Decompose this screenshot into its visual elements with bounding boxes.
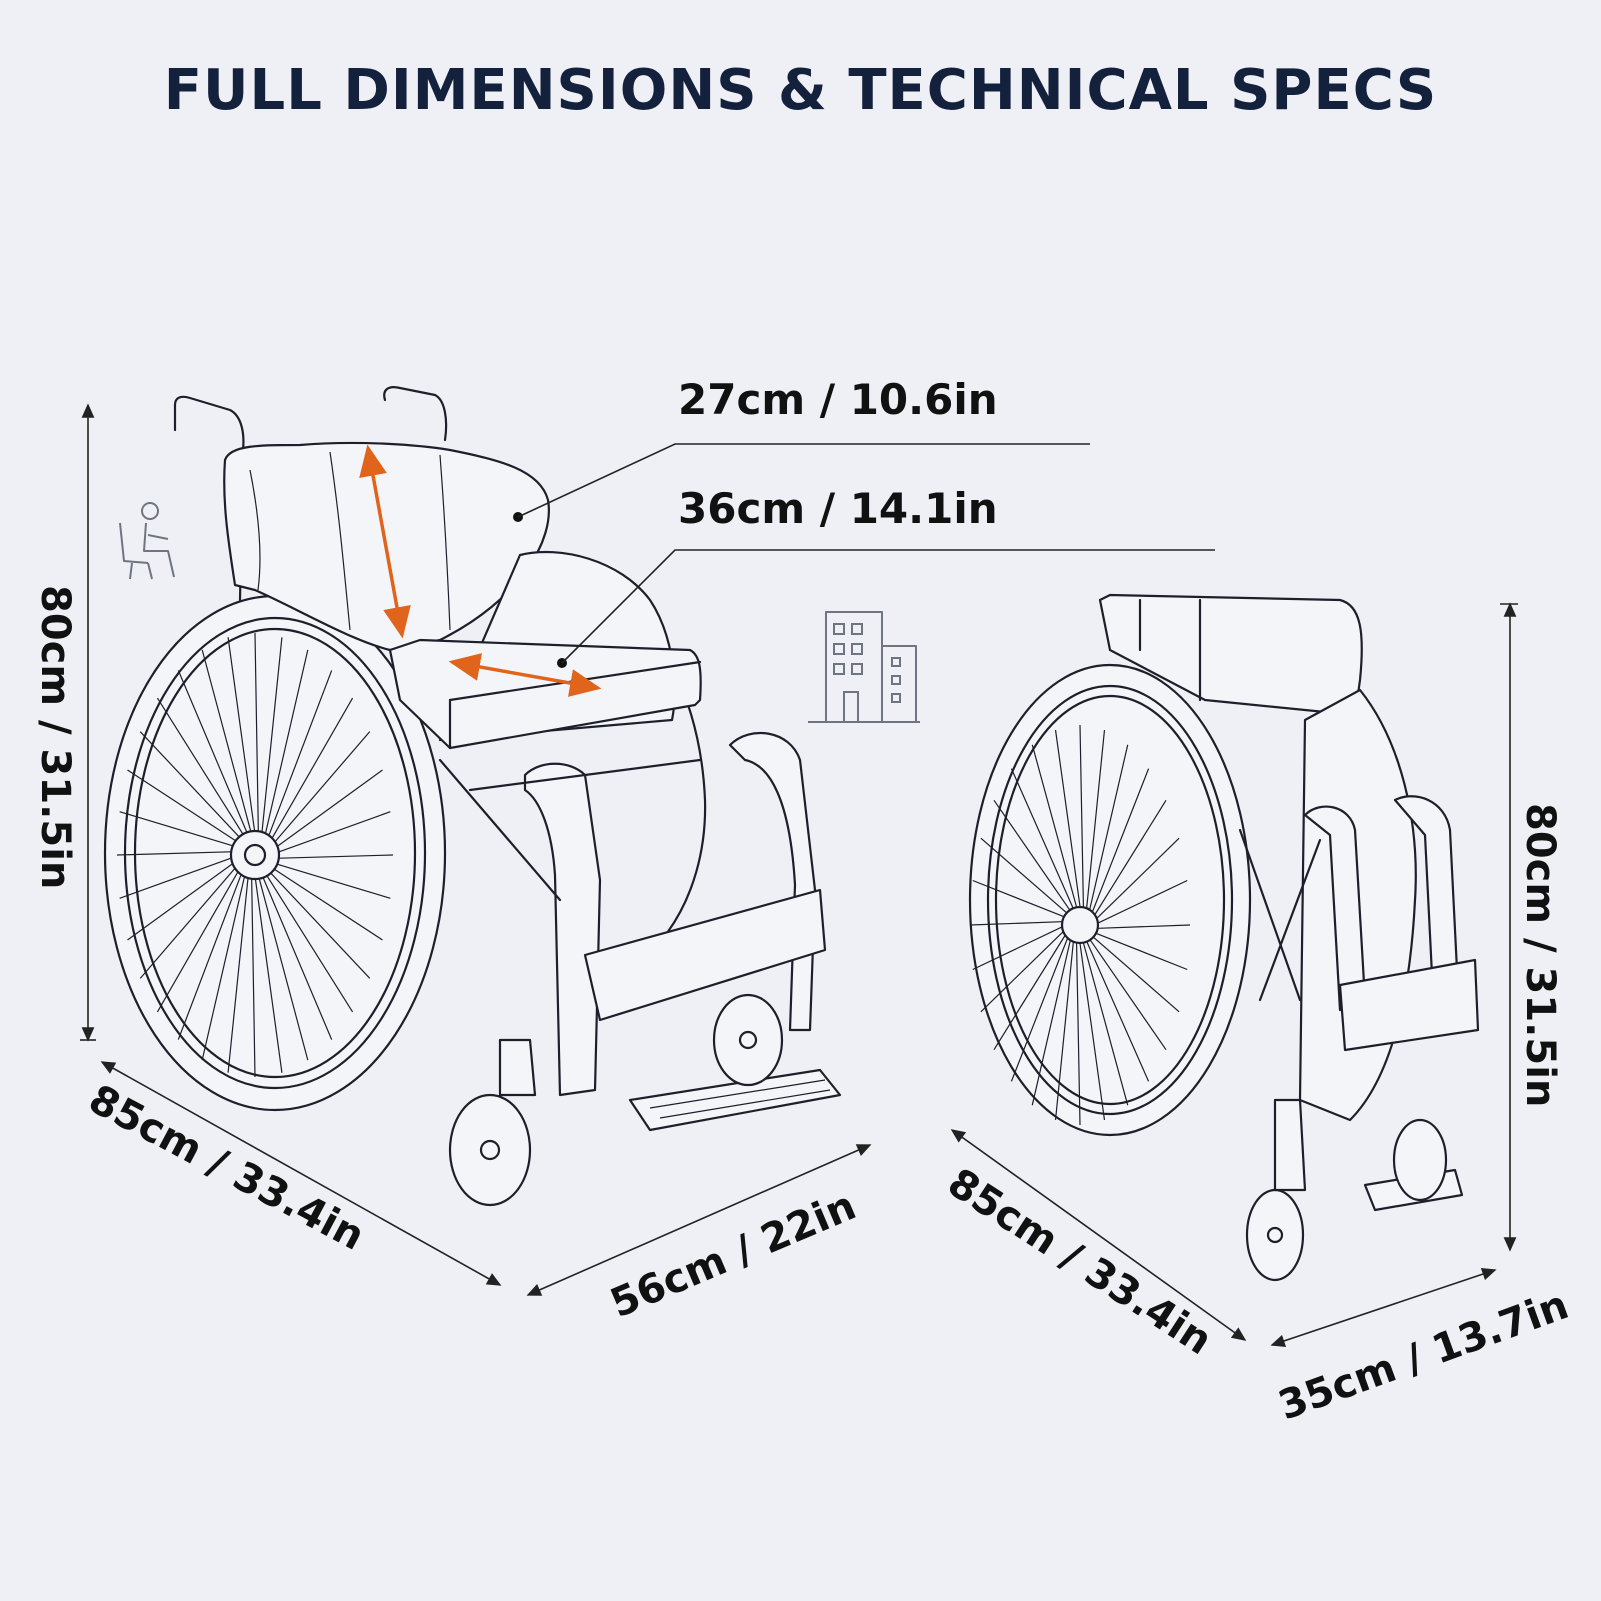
wheel-spoke (1089, 768, 1150, 919)
wheel-spoke (262, 649, 309, 846)
wheel-spoke (266, 854, 394, 860)
wheel-spoke (1090, 930, 1188, 971)
wheel-spoke (1091, 837, 1180, 924)
building-icon (808, 611, 920, 723)
wheel-spoke (156, 697, 250, 845)
wheel-spoke (1054, 729, 1082, 914)
folded-height-label: 80cm / 31.5in (1517, 803, 1563, 1107)
wheel-spoke (250, 866, 256, 1078)
wheel-spoke (227, 865, 250, 1073)
wheel-spoke (263, 670, 333, 848)
wheel-spoke (119, 853, 244, 899)
wheel-spoke (980, 837, 1072, 918)
wheel-spoke (1078, 936, 1106, 1121)
wheel-spoke (1091, 924, 1191, 930)
wheel-spoke (139, 858, 244, 979)
wheel-spoke (201, 649, 255, 844)
wheel-spoke (139, 731, 248, 847)
wheel-spoke (227, 637, 257, 844)
wheel-spoke (201, 864, 248, 1061)
wheel-spoke (1031, 744, 1079, 914)
open-wheelchair-drawing (80, 386, 1215, 1296)
wheel-spoke (972, 879, 1070, 920)
wheel-spoke (266, 731, 371, 852)
wheel-spoke (1010, 931, 1071, 1082)
wheel-spoke (1031, 933, 1073, 1106)
wheel-spoke (1088, 932, 1180, 1013)
wheel-spoke (156, 860, 245, 1013)
wheel-spoke (265, 697, 354, 850)
wheel-spoke (257, 866, 333, 1040)
wheel-spoke (263, 862, 383, 941)
open-height-label: 80cm / 31.5in (32, 585, 78, 889)
open-rear-wheel (103, 594, 447, 1112)
wheel-spoke (1075, 936, 1081, 1126)
wheel-spoke (972, 923, 1069, 971)
wheel-spoke (1090, 799, 1167, 921)
backrest-height-label: 27cm / 10.6in (678, 375, 998, 424)
wheel-spoke (127, 769, 247, 848)
wheel-spoke (993, 799, 1074, 916)
wheel-spoke (1091, 879, 1188, 927)
wheel-spoke (119, 811, 245, 850)
folded-wheelchair-drawing (950, 593, 1518, 1347)
folded-width-label: 35cm / 13.7in (1273, 1282, 1575, 1429)
wheel-spoke (1079, 724, 1085, 914)
seated-person-icon (119, 502, 175, 580)
seat-width-label: 36cm / 14.1in (678, 484, 998, 533)
wheel-spoke (266, 811, 391, 857)
wheel-spoke (262, 863, 371, 979)
wheel-spoke (1086, 934, 1167, 1051)
wheel-spoke (1081, 936, 1129, 1106)
wheel-spoke (177, 670, 253, 844)
wheel-spoke (1085, 729, 1106, 915)
wheel-spoke (266, 769, 383, 855)
wheel-spoke (993, 929, 1070, 1051)
wheel-spoke (260, 865, 354, 1013)
wheel-spoke (1054, 935, 1075, 1121)
wheel-spoke (116, 850, 244, 856)
folded-length-label: 85cm / 33.4in (940, 1160, 1220, 1364)
open-length-label: 85cm / 33.4in (81, 1076, 371, 1260)
wheel-spoke (1010, 768, 1077, 915)
wheel-spoke (127, 855, 244, 941)
wheel-spoke (265, 860, 391, 899)
wheel-spoke (177, 862, 247, 1040)
wheel-spoke (969, 920, 1069, 926)
wheel-spoke (980, 926, 1069, 1013)
wheel-spoke (255, 866, 309, 1061)
wheel-spoke (1083, 935, 1150, 1082)
wheel-spoke (260, 637, 283, 845)
wheel-spoke (253, 866, 283, 1073)
wheel-spoke (1087, 744, 1129, 917)
page-title: FULL DIMENSIONS & TECHNICAL SPECS (163, 58, 1438, 123)
wheel-spoke (254, 632, 260, 844)
